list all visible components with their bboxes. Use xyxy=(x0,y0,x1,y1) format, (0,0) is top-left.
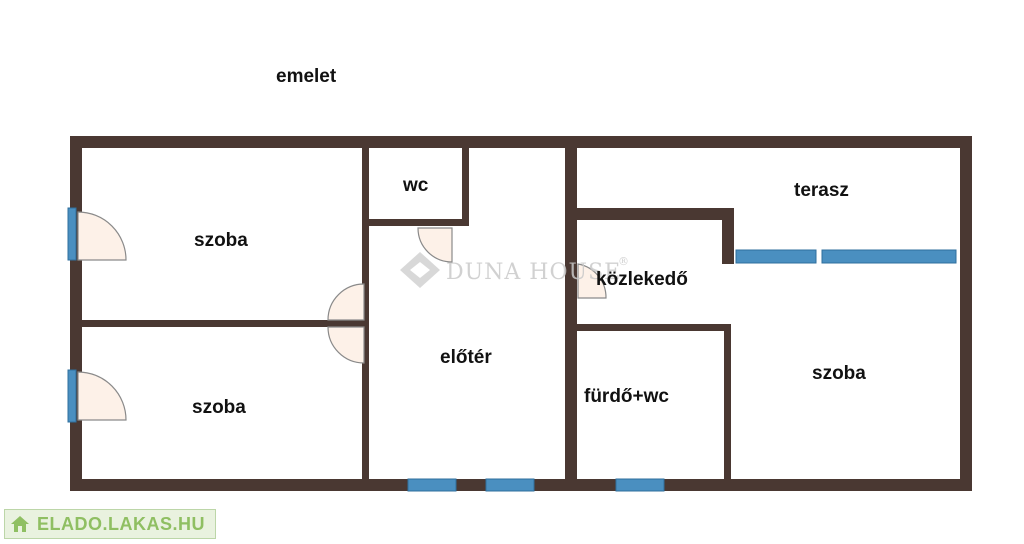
door-left-bottom xyxy=(77,371,127,421)
wall-wc-bottom xyxy=(369,219,469,226)
watermark: DUNA HOUSE ® xyxy=(400,252,630,288)
wall-terrace-bottom xyxy=(577,208,734,220)
room-label-top-left: szoba xyxy=(194,230,248,251)
window-left-bottom xyxy=(67,369,77,423)
walls xyxy=(70,136,972,491)
windows xyxy=(67,207,957,492)
door-room-bottom xyxy=(327,326,365,364)
door-left-top xyxy=(77,211,127,261)
wall-hall-left xyxy=(362,148,369,479)
room-label-room-right: szoba xyxy=(812,363,866,384)
window-bottom-3 xyxy=(615,478,665,492)
source-badge: ELADO.LAKAS.HU xyxy=(4,509,216,539)
room-label-terrace: terasz xyxy=(794,180,849,201)
source-badge-text: ELADO.LAKAS.HU xyxy=(37,513,205,534)
wall-bath-right xyxy=(724,324,731,479)
outer-wall-left xyxy=(70,136,82,491)
watermark-registered: ® xyxy=(618,255,630,268)
watermark-text: DUNA HOUSE xyxy=(446,260,621,285)
room-label-hall: előtér xyxy=(440,347,492,368)
window-bottom-1 xyxy=(407,478,457,492)
wall-hall-right xyxy=(565,148,577,479)
door-corridor xyxy=(577,263,607,299)
outer-wall-top xyxy=(70,136,972,148)
window-left-top xyxy=(67,207,77,261)
room-label-corridor: közlekedő xyxy=(596,269,688,290)
window-terrace-1 xyxy=(735,249,817,264)
room-label-wc: wc xyxy=(402,175,429,196)
outer-wall-right xyxy=(960,136,972,491)
doors xyxy=(77,211,607,421)
door-room-top xyxy=(327,283,365,321)
window-bottom-2 xyxy=(485,478,535,492)
wall-wc-right xyxy=(462,148,469,223)
house-icon xyxy=(11,516,29,532)
floor-label: emelet xyxy=(276,66,337,87)
room-label-bottom-left: szoba xyxy=(192,397,246,418)
wall-bath-top xyxy=(577,324,731,331)
wall-left-divider xyxy=(82,320,363,327)
room-label-bathroom: fürdő+wc xyxy=(584,386,669,407)
door-wc xyxy=(417,227,453,263)
wall-terrace-step xyxy=(722,208,734,264)
window-terrace-2 xyxy=(821,249,957,264)
